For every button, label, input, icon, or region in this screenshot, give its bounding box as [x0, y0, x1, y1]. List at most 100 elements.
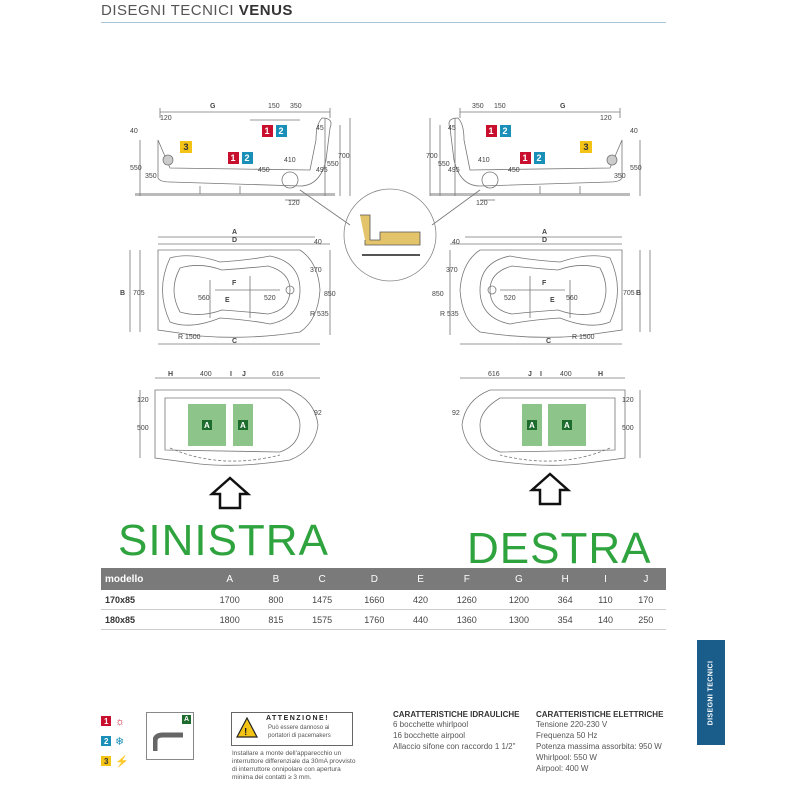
svg-text:550: 550 [630, 165, 642, 172]
label-sinistra: SINISTRA [118, 516, 329, 565]
svg-text:350: 350 [614, 173, 626, 180]
svg-text:1: 1 [264, 126, 269, 136]
table-cell: 1475 [296, 590, 349, 610]
svg-text:120: 120 [160, 115, 172, 122]
svg-text:120: 120 [622, 397, 634, 404]
zone-label: A [204, 421, 210, 430]
zone-label: A [564, 421, 570, 430]
right-plan [449, 236, 651, 345]
table-header-cell: F [440, 568, 493, 590]
svg-text:616: 616 [272, 371, 284, 378]
hot-water-icon: ☼ [115, 716, 125, 728]
table-cell: 140 [585, 609, 626, 630]
hydraulic-specs: CARATTERISTICHE IDRAULICHE 6 bocchette w… [393, 710, 520, 751]
svg-text:450: 450 [508, 167, 520, 174]
svg-text:3: 3 [183, 142, 188, 152]
table-cell: 1260 [440, 590, 493, 610]
svg-text:D: D [542, 237, 547, 244]
svg-text:H: H [168, 371, 173, 378]
svg-text:C: C [232, 338, 237, 345]
zone-label: A [240, 421, 246, 430]
zone-label: A [529, 421, 535, 430]
siphon-icon [153, 732, 183, 751]
svg-text:A: A [232, 229, 237, 236]
svg-text:45: 45 [316, 125, 324, 132]
svg-text:370: 370 [310, 267, 322, 274]
table-cell: 1800 [203, 609, 256, 630]
svg-text:500: 500 [622, 425, 634, 432]
svg-text:350: 350 [472, 103, 484, 110]
svg-text:410: 410 [478, 157, 490, 164]
svg-text:G: G [210, 103, 216, 110]
table-cell: 170x85 [101, 590, 204, 610]
svg-text:2: 2 [502, 126, 507, 136]
table-cell: 815 [255, 609, 297, 630]
svg-text:150: 150 [268, 103, 280, 110]
table-cell: 1575 [296, 609, 349, 630]
badge-electric [180, 141, 192, 153]
table-cell: 1300 [492, 609, 546, 630]
svg-text:495: 495 [448, 167, 460, 174]
left-jets-plan [139, 377, 320, 466]
svg-text:705: 705 [133, 290, 145, 297]
svg-text:B: B [120, 290, 125, 297]
svg-text:2: 2 [244, 153, 249, 163]
svg-text:550: 550 [327, 161, 339, 168]
svg-text:92: 92 [314, 410, 322, 417]
legend-cold-badge [101, 736, 111, 746]
svg-text:520: 520 [264, 295, 276, 302]
table-header-cell: A [203, 568, 256, 590]
svg-text:550: 550 [130, 165, 142, 172]
table-header-cell: D [348, 568, 401, 590]
table-cell: 180x85 [101, 609, 204, 630]
svg-text:560: 560 [566, 295, 578, 302]
svg-text:850: 850 [432, 291, 444, 298]
svg-text:705: 705 [623, 290, 635, 297]
table-cell: 250 [625, 609, 666, 630]
svg-text:J: J [242, 371, 246, 378]
cold-water-icon: ❄ [115, 736, 124, 748]
svg-text:495: 495 [316, 167, 328, 174]
arrow-up-right-icon [528, 472, 572, 506]
svg-text:3: 3 [583, 142, 588, 152]
warning-text: Installare a monte dell'apparecchio un i… [232, 750, 356, 781]
table-cell: 1660 [348, 590, 401, 610]
svg-text:B: B [636, 290, 641, 297]
svg-text:410: 410 [284, 157, 296, 164]
svg-text:92: 92 [452, 410, 460, 417]
legend-electric-badge [101, 756, 111, 766]
arrow-up-left-icon [208, 476, 252, 510]
svg-text:400: 400 [560, 371, 572, 378]
table-cell: 1360 [440, 609, 493, 630]
svg-text:40: 40 [314, 239, 322, 246]
svg-text:400: 400 [200, 371, 212, 378]
svg-text:I: I [230, 371, 232, 378]
svg-text:R 535: R 535 [440, 311, 459, 318]
svg-text:450: 450 [258, 167, 270, 174]
table-header-cell: modello [101, 568, 204, 590]
table-cell: 170 [625, 590, 666, 610]
siphon-detail [299, 188, 481, 282]
table-header-cell: H [545, 568, 586, 590]
svg-text:3: 3 [104, 757, 109, 766]
svg-text:500: 500 [137, 425, 149, 432]
svg-text:350: 350 [145, 173, 157, 180]
svg-text:120: 120 [600, 115, 612, 122]
svg-text:700: 700 [426, 153, 438, 160]
svg-text:G: G [560, 103, 566, 110]
svg-text:E: E [225, 297, 230, 304]
badge-cold [276, 125, 287, 137]
technical-drawings: A A A A 1 2 1 2 3 1 2 1 2 3 G G 150 350 … [120, 103, 651, 510]
svg-text:40: 40 [630, 128, 638, 135]
svg-text:F: F [542, 280, 547, 287]
table-cell: 1700 [203, 590, 256, 610]
svg-text:2: 2 [104, 737, 109, 746]
svg-text:1: 1 [104, 717, 109, 726]
right-jets-plan [460, 377, 641, 466]
svg-text:700: 700 [338, 153, 350, 160]
plug-icon: ⚡ [115, 755, 129, 768]
